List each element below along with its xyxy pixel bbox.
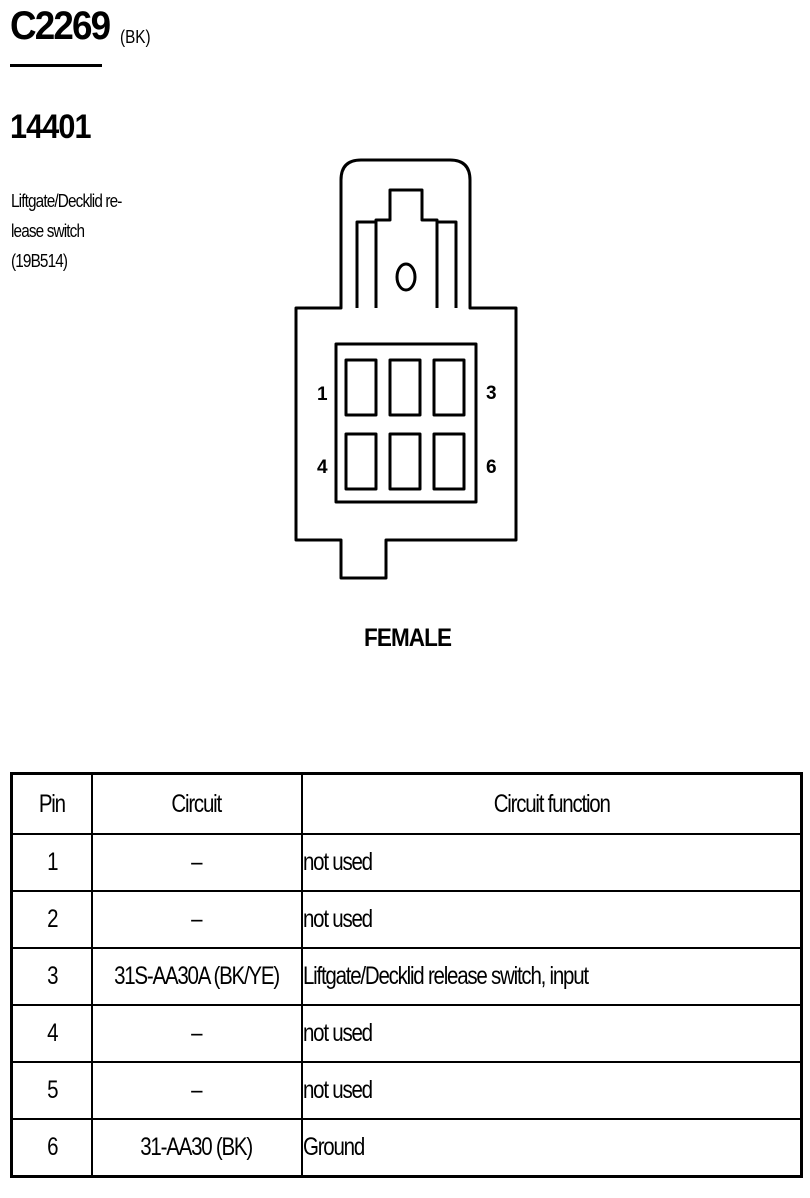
pin-cell: 5 bbox=[10, 1061, 93, 1120]
locating-hole bbox=[395, 262, 417, 292]
description-line: lease switch bbox=[11, 221, 85, 241]
header-circuit-function: Circuit function bbox=[300, 772, 803, 835]
title-underline bbox=[10, 64, 102, 67]
function-cell: not used bbox=[300, 1061, 803, 1120]
part-description: Liftgate/Decklid re- lease switch (19B51… bbox=[11, 186, 147, 276]
circuit-cell: – bbox=[90, 890, 303, 949]
pin-cell: 6 bbox=[10, 1118, 93, 1178]
table-row: 1 – not used bbox=[10, 833, 803, 892]
connector-gender: FEMALE bbox=[364, 624, 452, 652]
cavity-5 bbox=[388, 432, 422, 491]
pin-label-6: 6 bbox=[486, 457, 497, 478]
pin-label-3: 3 bbox=[486, 383, 497, 404]
function-cell: Ground bbox=[300, 1118, 803, 1178]
circuit-cell: 31S-AA30A (BK/YE) bbox=[90, 947, 303, 1006]
latch-head bbox=[374, 188, 439, 308]
pin-label-1: 1 bbox=[317, 384, 328, 405]
pinout-table: Pin Circuit Circuit function 1 – not use… bbox=[10, 772, 803, 1178]
connector-color: (BK) bbox=[120, 27, 151, 47]
header-circuit: Circuit bbox=[90, 772, 303, 835]
pin-cell: 3 bbox=[10, 947, 93, 1006]
function-cell: Liftgate/Decklid release switch, input bbox=[300, 947, 803, 1006]
table-header-row: Pin Circuit Circuit function bbox=[10, 772, 803, 835]
circuit-cell: – bbox=[90, 1061, 303, 1120]
table-row: 5 – not used bbox=[10, 1061, 803, 1120]
table-row: 2 – not used bbox=[10, 890, 803, 949]
pin-cell: 1 bbox=[10, 833, 93, 892]
header-pin: Pin bbox=[10, 772, 93, 835]
cavity-frame bbox=[334, 342, 478, 504]
connector-id: C2269 bbox=[10, 4, 111, 48]
cavity-2 bbox=[388, 358, 422, 417]
circuit-cell: – bbox=[90, 1004, 303, 1063]
table-row: 4 – not used bbox=[10, 1004, 803, 1063]
pin-cell: 2 bbox=[10, 890, 93, 949]
cavity-1 bbox=[344, 358, 378, 417]
part-number: 14401 bbox=[10, 108, 91, 146]
connector-face-diagram bbox=[294, 158, 518, 580]
function-cell: not used bbox=[300, 1004, 803, 1063]
connector-body-outline bbox=[294, 158, 518, 580]
cavity-3 bbox=[432, 358, 466, 417]
description-line: Liftgate/Decklid re- bbox=[11, 191, 122, 211]
pin-label-4: 4 bbox=[317, 457, 328, 478]
function-cell: not used bbox=[300, 890, 803, 949]
cavity-4 bbox=[344, 432, 378, 491]
pin-cell: 4 bbox=[10, 1004, 93, 1063]
table-row: 3 31S-AA30A (BK/YE) Liftgate/Decklid rel… bbox=[10, 947, 803, 1006]
circuit-cell: 31-AA30 (BK) bbox=[90, 1118, 303, 1178]
description-line: (19B514) bbox=[11, 251, 68, 271]
circuit-cell: – bbox=[90, 833, 303, 892]
cavity-6 bbox=[432, 432, 466, 491]
function-cell: not used bbox=[300, 833, 803, 892]
table-row: 6 31-AA30 (BK) Ground bbox=[10, 1118, 803, 1178]
